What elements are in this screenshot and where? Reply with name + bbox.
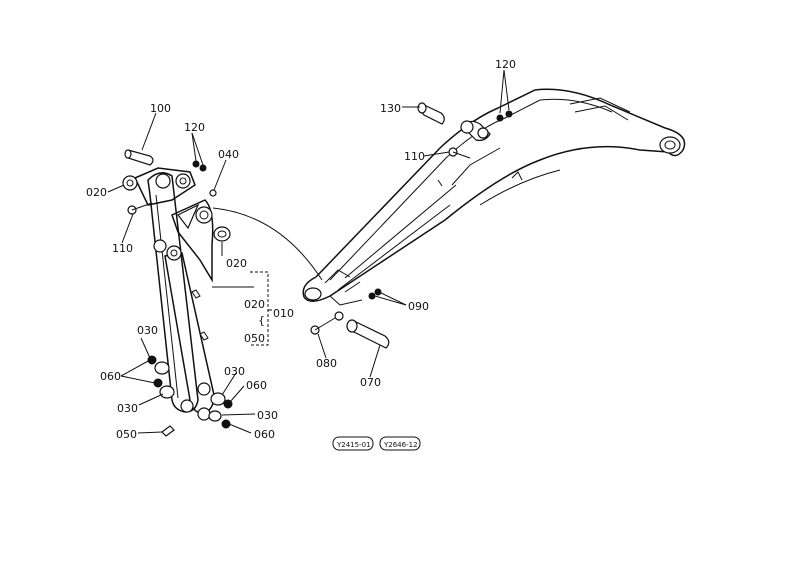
bolt-110-left [127, 202, 153, 215]
label-030-c: 030 [224, 365, 245, 378]
label-030-d: 030 [257, 409, 278, 422]
boom-nut-090 [368, 288, 382, 300]
label-010: 010 [273, 307, 294, 320]
label-110-left: 110 [112, 242, 133, 255]
label-060-a: 060 [100, 370, 121, 383]
lower-bushings [147, 355, 233, 429]
stamp-1: Y2415-01 [336, 441, 371, 449]
boom-bolt-080 [310, 311, 344, 335]
label-120-right: 120 [495, 58, 516, 71]
leader-lines [107, 69, 510, 434]
bushing-020-right [213, 226, 231, 242]
label-020-right: 020 [226, 257, 247, 270]
boom-pin-130 [417, 102, 445, 125]
label-130: 130 [380, 102, 401, 115]
connection-line [212, 207, 323, 281]
label-060-c: 060 [254, 428, 275, 441]
part-labels: 100 120 040 020 110 020 020 010 050 { 03… [86, 58, 516, 441]
label-100: 100 [150, 102, 171, 115]
grease-040 [209, 189, 217, 197]
nut-120-left [192, 160, 207, 172]
label-050-bottom: 050 [116, 428, 137, 441]
bushing-020-top [122, 175, 138, 191]
boom-bolt-110 [448, 147, 471, 159]
label-090: 090 [408, 300, 429, 313]
group-bracket-010 [212, 271, 272, 346]
label-030-a: 030 [137, 324, 158, 337]
group-range-mark: { [258, 314, 265, 327]
label-080: 080 [316, 357, 337, 370]
label-050-group: 050 [244, 332, 265, 345]
label-060-b: 060 [246, 379, 267, 392]
label-070: 070 [360, 376, 381, 389]
label-020-top: 020 [86, 186, 107, 199]
label-030-b: 030 [117, 402, 138, 415]
arm-link [133, 167, 215, 421]
boom [302, 88, 686, 306]
label-120-left: 120 [184, 121, 205, 134]
reference-stamps: Y2415-01 Y2646-12 [332, 436, 421, 451]
boom-pin-070 [346, 319, 390, 349]
label-040: 040 [218, 148, 239, 161]
label-110-right: 110 [404, 150, 425, 163]
pin-100 [124, 149, 154, 166]
stamp-2: Y2646-12 [383, 441, 418, 449]
label-020-group: 020 [244, 298, 265, 311]
grease-050-bottom [161, 425, 175, 437]
